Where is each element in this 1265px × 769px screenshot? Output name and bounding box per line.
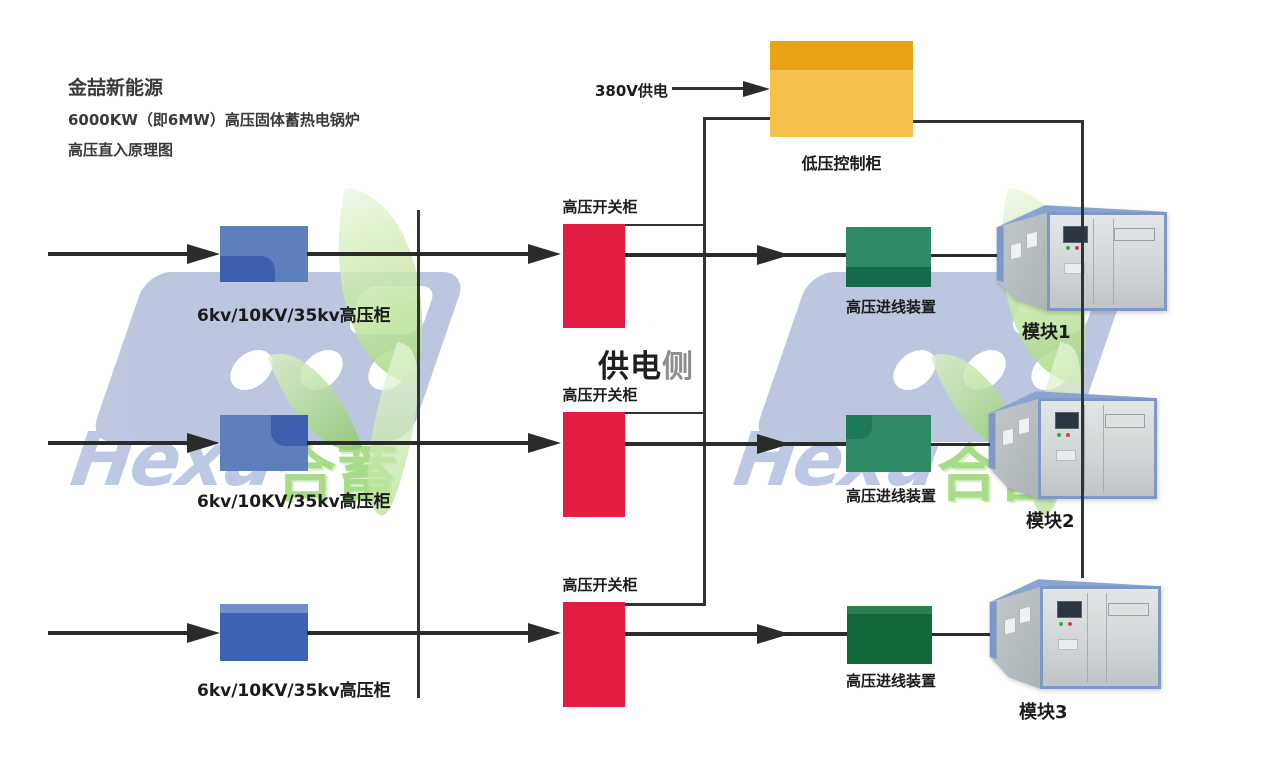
incoming-device-box: [847, 606, 932, 664]
hv-cabinet-label: 6kv/10KV/35kv高压柜: [197, 492, 391, 512]
arrowhead-icon: [187, 433, 220, 453]
flow-line: [931, 254, 997, 257]
flow-line: [307, 631, 529, 635]
flow-line: [625, 253, 846, 257]
arrowhead-icon: [757, 245, 790, 265]
flow-line: [625, 632, 847, 636]
module-louver: [1113, 227, 1155, 241]
arrowhead-icon: [187, 244, 220, 264]
switchgear-label: 高压开关柜: [562, 386, 638, 404]
switchgear-label: 高压开关柜: [562, 198, 638, 216]
arrowhead-icon: [187, 623, 220, 643]
arrowhead-icon: [528, 433, 561, 453]
module-louver: [1104, 414, 1145, 428]
control-bus-line: [703, 117, 706, 606]
arrowhead-icon: [757, 434, 790, 454]
connector-line: [625, 224, 705, 226]
hv-cabinet-box: [220, 226, 308, 282]
arrowhead-icon: [757, 624, 790, 644]
module-louver: [1107, 602, 1149, 617]
switchgear-box: [563, 602, 625, 707]
control-cabinet-box: [770, 41, 913, 137]
flow-line: [931, 443, 990, 446]
arrowhead-icon: [528, 244, 561, 264]
incoming-device-label: 高压进线装置: [845, 487, 936, 505]
supply-380v-label: 380V供电: [595, 82, 668, 100]
connector-line: [625, 412, 705, 414]
incoming-device-box: [846, 227, 931, 287]
module-screen: [1054, 412, 1080, 430]
flow-line: [48, 441, 190, 445]
connector-line: [703, 117, 770, 120]
incoming-device-box: [846, 415, 931, 472]
flow-line: [48, 252, 190, 256]
switchgear-box: [563, 412, 625, 517]
diagram-name: 高压直入原理图: [68, 141, 174, 159]
storage-module-photo: [995, 203, 1167, 313]
module-label: 模块2: [1026, 511, 1075, 532]
arrowhead-icon: [743, 81, 770, 97]
supply-side-label: 供电侧: [598, 341, 694, 386]
module-screen: [1056, 600, 1082, 619]
switchgear-label: 高压开关柜: [562, 576, 638, 594]
supply-side-main-text: 供电: [598, 349, 662, 385]
hv-cabinet-box: [220, 604, 308, 661]
connector-line: [625, 603, 705, 606]
connector-line: [913, 120, 1084, 123]
flow-line: [307, 252, 529, 256]
arrowhead-icon: [528, 623, 561, 643]
module-label: 模块1: [1022, 322, 1071, 343]
module-screen: [1063, 225, 1089, 243]
supply-side-tail-text: 侧: [662, 349, 694, 385]
flow-line: [932, 633, 990, 636]
hv-cabinet-box: [220, 415, 308, 471]
module-label: 模块3: [1019, 702, 1068, 723]
flow-line: [307, 441, 529, 445]
flow-line: [625, 442, 846, 446]
flow-line: [48, 631, 190, 635]
storage-module-photo: [987, 389, 1157, 501]
control-cabinet-label: 低压控制柜: [801, 154, 882, 173]
diagram-subtitle: 6000KW（即6MW）高压固体蓄热电锅炉: [68, 111, 360, 129]
switchgear-box: [563, 224, 625, 328]
incoming-device-label: 高压进线装置: [845, 672, 936, 690]
company-title: 金喆新能源: [68, 77, 164, 99]
module-bus-line: [1081, 120, 1084, 578]
storage-module-photo: [988, 577, 1161, 691]
hv-cabinet-label: 6kv/10KV/35kv高压柜: [197, 306, 391, 326]
incoming-device-label: 高压进线装置: [845, 298, 936, 316]
divider-line: [417, 210, 420, 698]
connector-line: [672, 87, 746, 90]
hv-cabinet-label: 6kv/10KV/35kv高压柜: [197, 681, 391, 701]
